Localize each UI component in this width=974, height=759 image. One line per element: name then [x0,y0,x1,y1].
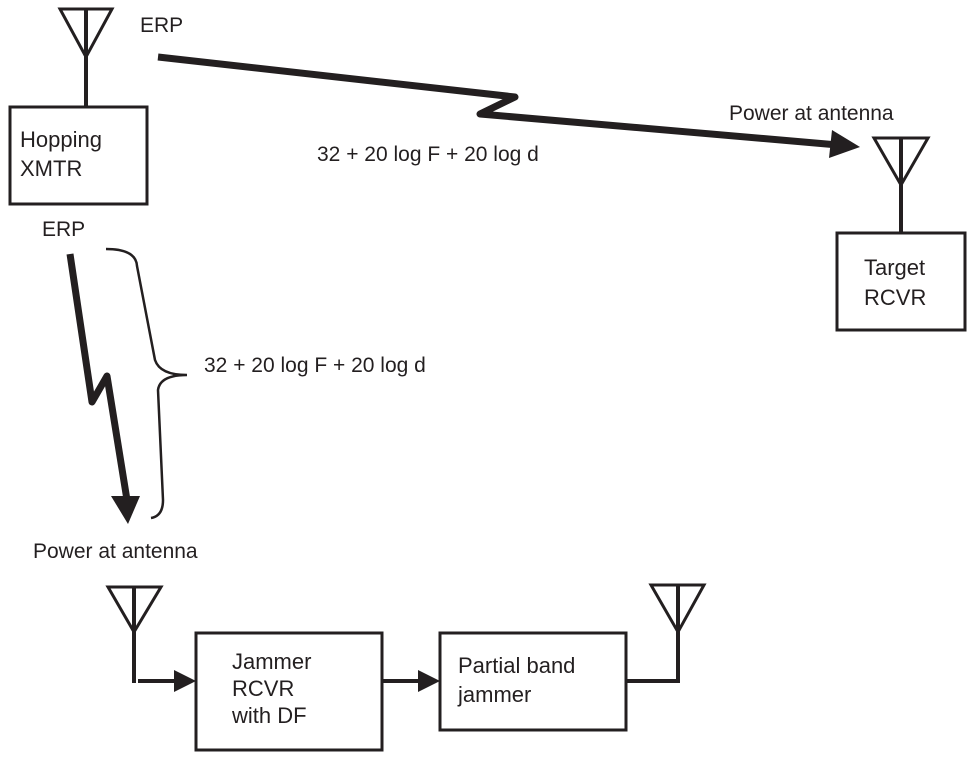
jammer-rcvr-to-partial-band-connector [382,670,440,692]
power-at-antenna-jammer-label: Power at antenna [33,540,198,563]
rf-link-to-target-line [157,53,839,149]
rf-link-to-jammer-line [66,253,131,501]
partial-band-jammer-label-line1: Partial band [458,653,575,678]
hopping-xmtr-label-line1: Hopping [20,127,102,152]
erp-bottom-label: ERP [42,218,85,241]
jammer-tx-antenna-icon [648,583,707,636]
jammer-rcvr-label-line1: Jammer [232,649,311,674]
hopping-xmtr-label-line2: XMTR [20,156,82,181]
jammer-rcvr-label-line2: RCVR [232,676,294,701]
hopping-xmtr-antenna-icon [57,7,115,107]
jammer-rcvr-to-partial-band-arrowhead-icon [418,670,440,692]
partial-band-jammer-block: Partial band jammer [438,631,628,732]
jammer-tx-connector [626,585,680,683]
antenna-to-jammer-rcvr-arrowhead-icon [174,670,196,692]
path-loss-brace [105,247,188,520]
rf-link-to-target [157,53,860,158]
erp-top-label: ERP [140,14,183,37]
target-rcvr-antenna-icon [871,136,931,233]
jammer-rcvr-block: Jammer RCVR with DF [194,631,384,752]
rf-link-to-jammer-arrowhead-icon [111,496,140,524]
target-rcvr-label-line2: RCVR [864,285,926,310]
target-rcvr-label-line1: Target [864,255,925,280]
hopping-xmtr-block: Hopping XMTR [8,105,149,206]
jammer-rcvr-label-line3: with DF [231,703,307,728]
jammer-rcvr-antenna-icon [105,585,164,683]
partial-band-jammer-label-line2: jammer [457,682,531,707]
path-loss-left-label: 32 + 20 log F + 20 log d [204,354,426,377]
rf-link-to-target-arrowhead-icon [829,130,860,158]
path-loss-top-label: 32 + 20 log F + 20 log d [317,143,539,166]
target-rcvr-block: Target RCVR [835,231,967,332]
power-at-antenna-target-label: Power at antenna [729,102,894,125]
antenna-to-jammer-rcvr-connector [138,670,196,692]
rf-link-to-jammer [66,253,140,524]
